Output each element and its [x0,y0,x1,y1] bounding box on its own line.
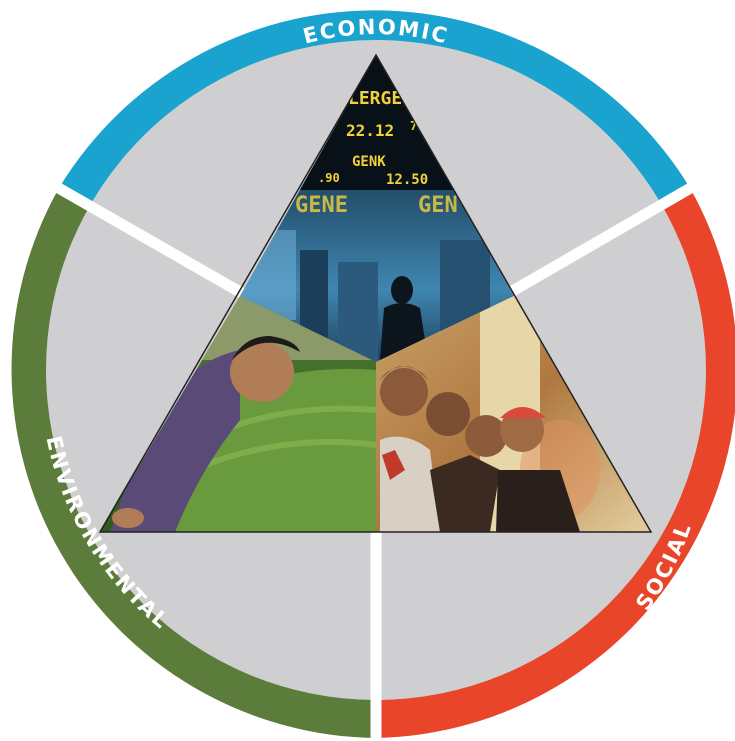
svg-text:GEN: GEN [418,193,458,218]
svg-text:22.12: 22.12 [346,121,394,140]
svg-text:.90: .90 [318,171,340,185]
svg-text:12.50: 12.50 [386,172,428,188]
svg-text:GENK: GENK [352,154,386,170]
svg-text:LERGE: LERGE [348,88,402,109]
svg-text:GENE: GENE [295,193,348,218]
pyramid-outline [98,53,653,533]
